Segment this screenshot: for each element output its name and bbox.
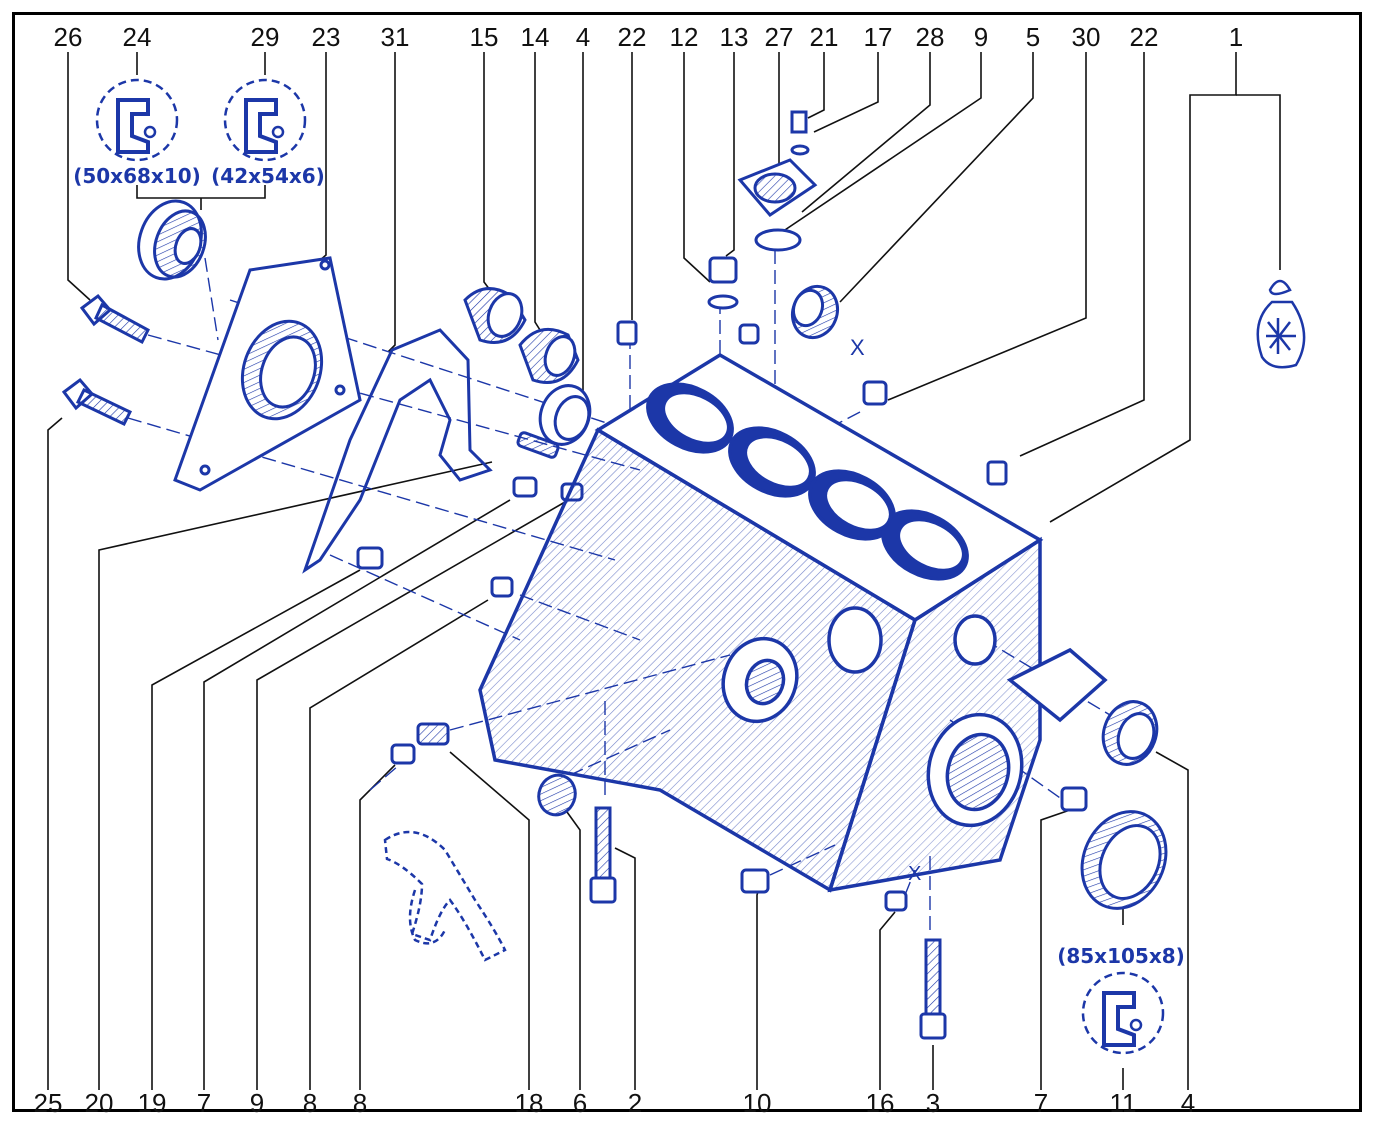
bolt-icon [589, 806, 617, 904]
gasket-icon [302, 328, 493, 574]
callout-21: 21 [809, 22, 839, 52]
callout-4-bottom: 4 [1180, 1088, 1196, 1118]
callout-5: 5 [1025, 22, 1041, 52]
callout-3: 3 [925, 1088, 941, 1118]
callout-22-left: 22 [617, 22, 647, 52]
callout-20: 20 [84, 1088, 114, 1118]
oil-seal-icon [137, 199, 207, 281]
callout-10: 10 [742, 1088, 772, 1118]
seal-29-dimensions: (42x54x6) [211, 164, 325, 188]
pipe-icon [383, 830, 507, 962]
bolt-icon [61, 377, 133, 426]
callout-14: 14 [520, 22, 550, 52]
callout-22-right: 22 [1129, 22, 1159, 52]
bolt-icon [919, 938, 947, 1040]
callout-7-left: 7 [196, 1088, 212, 1118]
callout-8-a: 8 [302, 1088, 318, 1118]
seal-24-dimensions: (50x68x10) [73, 164, 201, 188]
sealant-bag-icon [1256, 279, 1306, 369]
plug-icon: X [790, 284, 865, 360]
callout-28: 28 [915, 22, 945, 52]
seal-section-icon [95, 78, 179, 162]
callout-11: 11 [1109, 1088, 1137, 1118]
leader-lines [47, 52, 1281, 1090]
seal-section-icon [223, 78, 307, 162]
end-cover-plate [173, 256, 362, 492]
callout-7-right: 7 [1033, 1088, 1049, 1118]
callout-18: 18 [514, 1088, 544, 1118]
callout-4-top: 4 [575, 22, 591, 52]
bearing-shell-icon [463, 287, 527, 344]
callout-12: 12 [669, 22, 699, 52]
callout-30: 30 [1071, 22, 1101, 52]
x-mark-upper: X [850, 335, 865, 360]
callout-9-bottom: 9 [249, 1088, 265, 1118]
bearing-shell-icon [518, 327, 580, 384]
plug-icon: X [740, 863, 921, 894]
plug-icon [707, 110, 818, 310]
x-mark-lower: X [908, 863, 921, 885]
callout-17: 17 [863, 22, 893, 52]
seal-section-icon [1081, 971, 1165, 1055]
callout-6: 6 [572, 1088, 588, 1118]
callout-1: 1 [1228, 22, 1244, 52]
bolt-icon [79, 293, 150, 345]
callout-16: 16 [865, 1088, 895, 1118]
callout-2: 2 [627, 1088, 643, 1118]
bearing-shell-icon [538, 384, 592, 446]
seal-11-dimensions: (85x105x8) [1057, 944, 1185, 968]
callout-15: 15 [469, 22, 499, 52]
callout-26: 26 [53, 22, 83, 52]
callout-8-b: 8 [352, 1088, 368, 1118]
callout-31: 31 [380, 22, 410, 52]
callout-23: 23 [311, 22, 341, 52]
callout-29: 29 [250, 22, 280, 52]
callout-24: 24 [122, 22, 152, 52]
dowel-icon [356, 320, 1088, 912]
bearing-shell-icon [1101, 700, 1159, 766]
callout-27: 27 [764, 22, 794, 52]
callout-9-top: 9 [973, 22, 989, 52]
cylinder-block-icon [478, 352, 1108, 893]
oil-seal-icon [1080, 810, 1168, 910]
callout-25: 25 [33, 1088, 63, 1118]
bearing-shell-icon [537, 773, 577, 817]
callout-19: 19 [137, 1088, 167, 1118]
callout-13: 13 [719, 22, 749, 52]
